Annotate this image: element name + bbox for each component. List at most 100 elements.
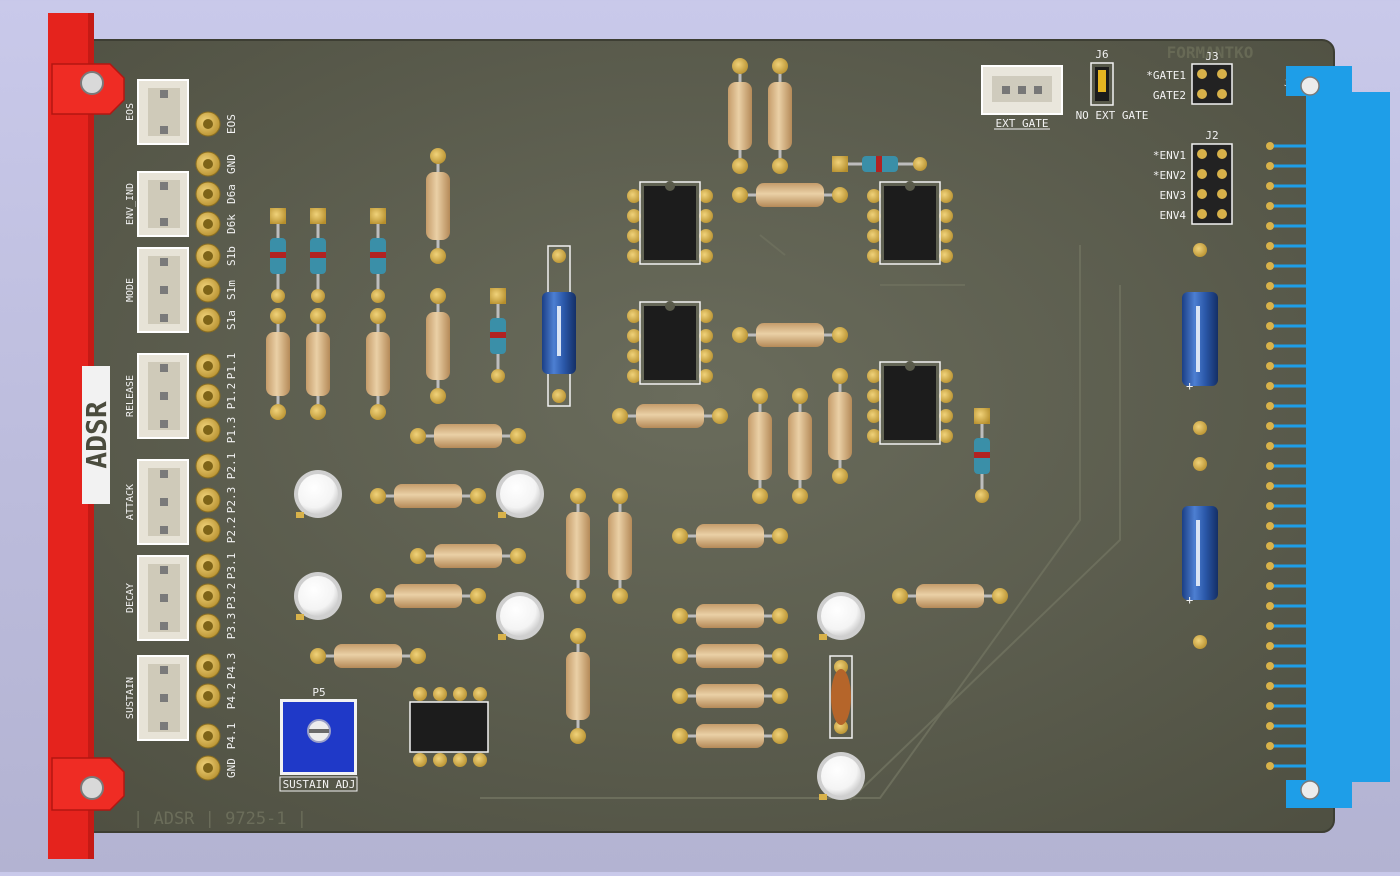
test-pad[interactable]: P1.2 (195, 383, 238, 410)
diode (490, 288, 506, 383)
header-pin (1197, 89, 1207, 99)
pad-label: P1.1 (225, 353, 238, 380)
ic-dip8 (867, 361, 953, 445)
test-pad[interactable]: GND (195, 755, 238, 781)
test-pad[interactable]: P2.3 (195, 487, 238, 514)
led-indicator (294, 572, 342, 620)
resistor (370, 484, 486, 508)
copper-traces (480, 234, 1121, 801)
pad-label: P3.2 (225, 583, 238, 610)
resistor (566, 488, 590, 604)
svg-text:J2: J2 (1205, 129, 1218, 142)
electrolytic-capacitor (542, 245, 576, 407)
connector-1[interactable]: EOS (125, 79, 189, 145)
connector-5[interactable]: ATTACK (125, 459, 189, 545)
test-pad[interactable]: P4.2 (195, 683, 238, 710)
pad-label: P3.1 (225, 553, 238, 580)
test-pad[interactable]: S1a (195, 307, 238, 333)
test-pad[interactable]: D6a (195, 181, 238, 207)
header-pin (1217, 89, 1227, 99)
resistor (608, 488, 632, 604)
pad-label: S1b (225, 246, 238, 266)
test-pad[interactable]: P3.3 (195, 613, 238, 640)
resistor (366, 308, 390, 420)
pad-label: P2.3 (225, 487, 238, 514)
connector-3[interactable]: MODE (125, 247, 189, 333)
connector-2[interactable]: ENV_IND (125, 171, 189, 237)
resistor (672, 684, 788, 708)
resistor (672, 524, 788, 548)
test-pad[interactable]: GND (195, 151, 238, 177)
header-pin (1217, 149, 1227, 159)
pad-label: GND (225, 154, 238, 174)
pad-label: S1a (225, 310, 238, 330)
pad-label: P1.2 (225, 383, 238, 410)
svg-text:EXT GATE: EXT GATE (996, 117, 1049, 130)
trimmer-p5[interactable]: P5 SUSTAIN ADJ (279, 686, 358, 792)
ic-dip8 (627, 301, 713, 385)
connector-7[interactable]: SUSTAIN (125, 655, 189, 741)
electrolytic-capacitor: + (1182, 457, 1218, 649)
header-pin (1197, 169, 1207, 179)
resistor (672, 644, 788, 668)
svg-text:P5: P5 (312, 686, 325, 699)
led-indicator (294, 470, 342, 518)
pad-label: GND (225, 758, 238, 778)
resistor (410, 424, 526, 448)
pad-label: D6k (225, 214, 238, 234)
header-pin (1217, 69, 1227, 79)
pad-label: P3.3 (225, 613, 238, 640)
resistor (410, 544, 526, 568)
connector-label: DECAY (125, 583, 136, 613)
resistor (426, 288, 450, 404)
test-pad[interactable]: P1.3 (195, 417, 238, 444)
jumper-j6[interactable]: J6 NO EXT GATE (1076, 48, 1149, 122)
resistor (728, 58, 752, 174)
svg-text:*ENV1: *ENV1 (1153, 149, 1186, 162)
resistor (426, 148, 450, 264)
ic-dip8 (409, 687, 489, 767)
test-pad[interactable]: S1m (195, 277, 238, 303)
connector-label: MODE (125, 278, 136, 302)
svg-text:NO EXT GATE: NO EXT GATE (1076, 109, 1149, 122)
pad-label: P1.3 (225, 417, 238, 444)
test-pad[interactable]: P2.2 (195, 517, 238, 544)
connector-label: EOS (125, 103, 136, 121)
test-pad[interactable]: P2.1 (195, 453, 238, 480)
ic-dip8 (627, 181, 713, 265)
resistor (828, 368, 852, 484)
resistor (768, 58, 792, 174)
pad-label: EOS (225, 114, 238, 134)
test-pad[interactable]: EOS (195, 111, 238, 137)
ext-gate-connector[interactable]: EXT GATE (981, 65, 1063, 130)
diode (270, 208, 286, 303)
connector-label: RELEASE (125, 375, 136, 417)
resistor (266, 308, 290, 420)
test-pad[interactable]: S1b (195, 243, 238, 269)
header-pin (1217, 169, 1227, 179)
resistor (732, 183, 848, 207)
svg-text:*GATE1: *GATE1 (1146, 69, 1186, 82)
svg-text:ADSR: ADSR (80, 401, 113, 469)
led-indicator (496, 592, 544, 640)
adsr-logo: ADSR (80, 366, 113, 504)
test-pad[interactable]: P1.1 (195, 353, 238, 380)
test-pad[interactable]: P3.1 (195, 553, 238, 580)
board-mark: FORMANTKO (1167, 43, 1254, 62)
test-pad[interactable]: D6k (195, 211, 238, 237)
connector-6[interactable]: DECAY (125, 555, 189, 641)
resistor (672, 604, 788, 628)
test-pad[interactable]: P3.2 (195, 583, 238, 610)
connector-4[interactable]: RELEASE (125, 353, 189, 439)
test-pad[interactable]: P4.1 (195, 723, 238, 750)
header-pin (1197, 189, 1207, 199)
pad-label: D6a (225, 184, 238, 204)
svg-text:ENV4: ENV4 (1160, 209, 1187, 222)
resistor (370, 584, 486, 608)
ceramic-capacitor (829, 655, 853, 739)
svg-text:SUSTAIN ADJ: SUSTAIN ADJ (283, 778, 356, 791)
ic-dip8 (867, 181, 953, 265)
edge-connector-j1: J1 (1266, 66, 1390, 808)
test-pad[interactable]: P4.3 (195, 653, 238, 680)
